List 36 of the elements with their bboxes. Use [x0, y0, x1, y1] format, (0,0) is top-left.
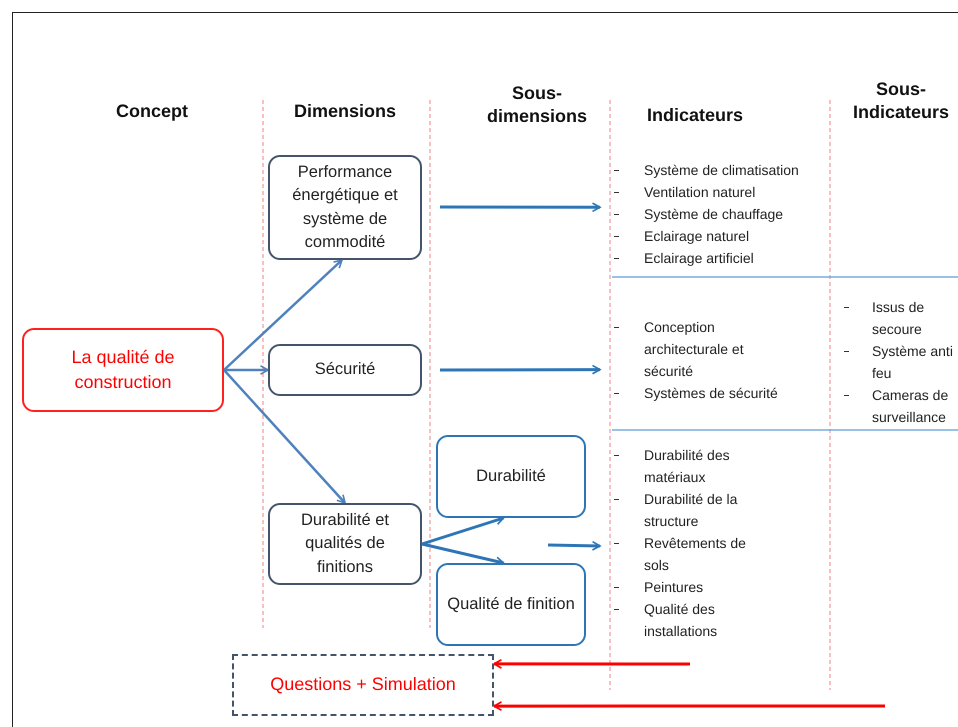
column-header: Sous- Indicateurs — [852, 78, 950, 123]
column-header: Concept — [115, 100, 189, 122]
arrow — [440, 364, 601, 375]
dashed-box: Questions + Simulation — [232, 654, 494, 716]
arrow — [440, 202, 601, 212]
list-item: Durabilité de la structure — [614, 488, 762, 532]
list-item: Eclairage artificiel — [614, 247, 814, 269]
list-item: Durabilité des matériaux — [614, 444, 762, 488]
rounded-box: La qualité de construction — [22, 328, 224, 412]
list-item: Issus de secoure — [844, 296, 958, 340]
list-item: Peintures — [614, 576, 762, 598]
list-item: Ventilation naturel — [614, 181, 814, 203]
arrow — [493, 658, 690, 669]
arrow — [548, 540, 601, 551]
arrow — [422, 515, 504, 546]
rounded-box: Qualité de finition — [436, 563, 586, 646]
list-item: Revêtements de sols — [614, 532, 762, 576]
rounded-box: Durabilité — [436, 435, 586, 518]
list-item: Système anti feu — [844, 340, 958, 384]
column-header: Indicateurs — [646, 104, 744, 126]
list-item: Systèmes de sécurité — [614, 382, 784, 404]
list-item: Eclairage naturel — [614, 225, 814, 247]
arrow — [223, 259, 343, 371]
arrow — [224, 365, 269, 375]
list-item: Système de chauffage — [614, 203, 814, 225]
column-header: Dimensions — [292, 100, 398, 122]
list-item: Conception architecturale et sécurité — [614, 316, 784, 382]
column-header: Sous- dimensions — [486, 82, 588, 127]
list-item: Système de climatisation — [614, 159, 814, 181]
rounded-box: Performance énergétique et système de commodité — [268, 155, 422, 260]
list-item: Cameras de surveillance — [844, 384, 958, 428]
arrow — [493, 701, 885, 712]
arrow — [223, 369, 346, 504]
list-item: Qualité des installations — [614, 598, 762, 642]
rounded-box: Sécurité — [268, 344, 422, 396]
rounded-box: Durabilité et qualités de finitions — [268, 503, 422, 585]
